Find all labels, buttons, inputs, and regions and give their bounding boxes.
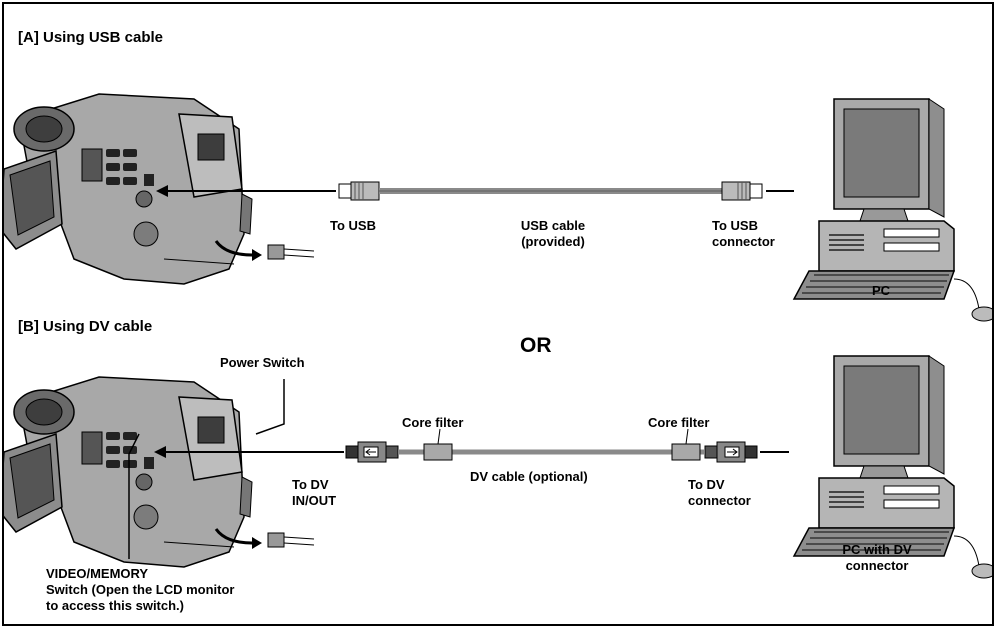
section-b-title: [B] Using DV cable	[18, 318, 152, 336]
pc-with-dv-line2: connector	[822, 558, 932, 574]
core-filter-right-label: Core filter	[648, 415, 709, 431]
to-usb-connector-line2: connector	[712, 234, 775, 250]
to-dv-connector-line2: connector	[688, 493, 751, 509]
to-dv-in-out-label: To DV IN/OUT	[292, 477, 336, 509]
usb-cable-label-line1: USB cable	[498, 218, 608, 234]
dv-cable-label: DV cable (optional)	[470, 469, 588, 485]
section-a-title: [A] Using USB cable	[18, 29, 163, 47]
camcorder-icon	[4, 377, 252, 567]
dv-plug-icon	[346, 442, 398, 462]
video-memory-line2: Switch (Open the LCD monitor	[46, 582, 235, 598]
pc-label: PC	[872, 283, 890, 299]
video-memory-switch-label: VIDEO/MEMORY Switch (Open the LCD monito…	[46, 566, 235, 614]
or-label: OR	[520, 334, 552, 358]
to-dv-line2: IN/OUT	[292, 493, 336, 509]
pc-with-dv-label: PC with DV connector	[822, 542, 932, 574]
to-usb-connector-label: To USB connector	[712, 218, 775, 250]
to-dv-connector-label: To DV connector	[688, 477, 751, 509]
diagram-artwork	[4, 4, 992, 624]
to-dv-connector-line1: To DV	[688, 477, 751, 493]
video-memory-line1: VIDEO/MEMORY	[46, 566, 235, 582]
usb-plug-icon	[339, 182, 379, 200]
dv-plug-icon	[705, 442, 757, 462]
power-switch-leader	[256, 379, 284, 434]
to-usb-connector-line1: To USB	[712, 218, 775, 234]
camcorder-icon	[4, 94, 252, 284]
usb-cable-label-line2: (provided)	[498, 234, 608, 250]
pc-icon	[794, 99, 992, 321]
core-filter-icon	[672, 444, 700, 460]
core-filter-icon	[424, 444, 452, 460]
video-memory-line3: to access this switch.)	[46, 598, 235, 614]
pc-with-dv-line1: PC with DV	[822, 542, 932, 558]
to-dv-line1: To DV	[292, 477, 336, 493]
usb-cable-label: USB cable (provided)	[498, 218, 608, 250]
power-switch-label: Power Switch	[220, 355, 305, 371]
usb-plug-icon	[722, 182, 762, 200]
to-usb-label: To USB	[330, 218, 376, 234]
core-filter-left-label: Core filter	[402, 415, 463, 431]
